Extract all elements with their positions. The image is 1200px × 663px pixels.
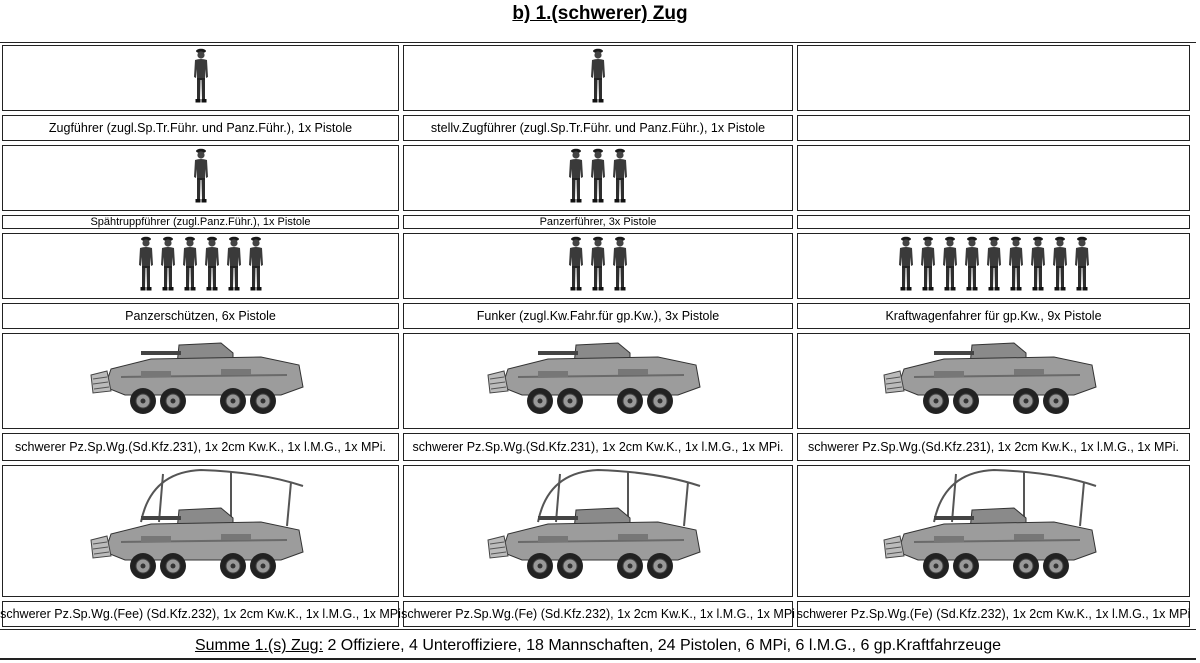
soldier-figures [135,235,267,298]
empty-cell [797,115,1190,141]
table-row: Panzerschützen, 6x Pistole Funker (zugl.… [0,301,1196,331]
empty-cell [797,45,1190,111]
unit-label: Kraftwagenfahrer für gp.Kw., 9x Pistole [885,309,1102,323]
vehicle-cell [403,333,793,429]
soldier-icon [984,235,1004,298]
soldier-icon [962,235,982,298]
unit-label: stellv.Zugführer (zugl.Sp.Tr.Führ. und P… [430,121,766,135]
soldier-figures [190,147,212,210]
soldier-icon [1028,235,1048,298]
soldier-icon [224,235,244,298]
label-cell: schwerer Pz.Sp.Wg.(Fee) (Sd.Kfz.232), 1x… [0,601,401,627]
unit-label: Funker (zugl.Kw.Fahr.für gp.Kw.), 3x Pis… [476,309,720,323]
armored-car-icon [874,335,1114,428]
label-cell: schwerer Pz.Sp.Wg.(Sd.Kfz.231), 1x 2cm K… [797,433,1190,461]
empty-cell [797,145,1190,211]
vehicle-cell [797,465,1190,597]
table-row [0,231,1196,301]
soldier-icon [588,235,608,298]
table-row [0,463,1196,599]
label-cell: schwerer Pz.Sp.Wg.(Sd.Kfz.231), 1x 2cm K… [2,433,399,461]
vehicle-cell [797,333,1190,429]
unit-label: Panzerführer, 3x Pistole [539,216,657,228]
soldier-figures [587,47,609,110]
unit-label: schwerer Pz.Sp.Wg.(Sd.Kfz.231), 1x 2cm K… [15,440,386,454]
label-cell: Funker (zugl.Kw.Fahr.für gp.Kw.), 3x Pis… [403,303,793,329]
soldier-icon [566,235,586,298]
soldier-icon [246,235,266,298]
soldier-figures [190,47,212,110]
radio-armored-car-icon [874,468,1114,595]
label-cell: Kraftwagenfahrer für gp.Kw., 9x Pistole [797,303,1190,329]
soldier-icon [588,147,608,210]
soldier-icon [896,235,916,298]
soldier-figures [895,235,1093,298]
figure-cell [403,145,793,211]
label-cell: Spähtruppführer (zugl.Panz.Führ.), 1x Pi… [2,215,399,229]
soldier-icon [1050,235,1070,298]
soldier-icon [191,147,211,210]
unit-label: schwerer Pz.Sp.Wg.(Fee) (Sd.Kfz.232), 1x… [0,607,401,621]
table-row: schwerer Pz.Sp.Wg.(Sd.Kfz.231), 1x 2cm K… [0,431,1196,463]
table-row: Spähtruppführer (zugl.Panz.Führ.), 1x Pi… [0,213,1196,231]
label-cell: schwerer Pz.Sp.Wg.(Fe) (Sd.Kfz.232), 1x … [401,601,795,627]
figure-cell [403,233,793,299]
soldier-icon [566,147,586,210]
soldier-icon [1072,235,1092,298]
figure-cell [2,45,399,111]
table-row: schwerer Pz.Sp.Wg.(Fee) (Sd.Kfz.232), 1x… [0,599,1196,629]
soldier-icon [588,47,608,110]
unit-label: Zugführer (zugl.Sp.Tr.Führ. und Panz.Füh… [48,121,353,135]
soldier-icon [191,47,211,110]
unit-label: schwerer Pz.Sp.Wg.(Sd.Kfz.231), 1x 2cm K… [808,440,1179,454]
figure-cell [403,45,793,111]
armored-car-icon [478,335,718,428]
vehicle-cell [2,465,399,597]
soldier-icon [610,147,630,210]
label-cell: Panzerführer, 3x Pistole [403,215,793,229]
soldier-icon [158,235,178,298]
label-cell: Zugführer (zugl.Sp.Tr.Führ. und Panz.Füh… [2,115,399,141]
label-cell: Panzerschützen, 6x Pistole [2,303,399,329]
label-cell: schwerer Pz.Sp.Wg.(Fe) (Sd.Kfz.232), 1x … [797,601,1190,627]
page-title: b) 1.(schwerer) Zug [512,3,688,24]
radio-armored-car-icon [81,468,321,595]
table-row [0,43,1196,113]
soldier-icon [940,235,960,298]
unit-label: Spähtruppführer (zugl.Panz.Führ.), 1x Pi… [90,216,311,228]
radio-armored-car-icon [478,468,718,595]
summary-line: Summe 1.(s) Zug: 2 Offiziere, 4 Unteroff… [0,634,1196,660]
soldier-icon [1006,235,1026,298]
unit-label: schwerer Pz.Sp.Wg.(Fe) (Sd.Kfz.232), 1x … [796,607,1191,621]
summary-text: 2 Offiziere, 4 Unteroffiziere, 18 Mannsc… [323,637,1001,654]
label-cell: schwerer Pz.Sp.Wg.(Sd.Kfz.231), 1x 2cm K… [403,433,793,461]
summary-lead: Summe 1.(s) Zug: [194,637,324,654]
vehicle-cell [403,465,793,597]
table-row: Zugführer (zugl.Sp.Tr.Führ. und Panz.Füh… [0,113,1196,143]
unit-label: Panzerschützen, 6x Pistole [125,309,276,323]
label-cell: stellv.Zugführer (zugl.Sp.Tr.Führ. und P… [403,115,793,141]
soldier-icon [202,235,222,298]
unit-label: schwerer Pz.Sp.Wg.(Sd.Kfz.231), 1x 2cm K… [412,440,784,454]
figure-cell [2,233,399,299]
soldier-icon [610,235,630,298]
organization-table: Zugführer (zugl.Sp.Tr.Führ. und Panz.Füh… [0,42,1196,630]
soldier-figures [565,147,631,210]
vehicle-cell [2,333,399,429]
armored-car-icon [81,335,321,428]
soldier-figures [565,235,631,298]
empty-cell [797,215,1190,229]
table-row [0,331,1196,431]
figure-cell [797,233,1190,299]
table-row [0,143,1196,213]
figure-cell [2,145,399,211]
unit-label: schwerer Pz.Sp.Wg.(Fe) (Sd.Kfz.232), 1x … [401,607,795,621]
soldier-icon [136,235,156,298]
soldier-icon [918,235,938,298]
soldier-icon [180,235,200,298]
